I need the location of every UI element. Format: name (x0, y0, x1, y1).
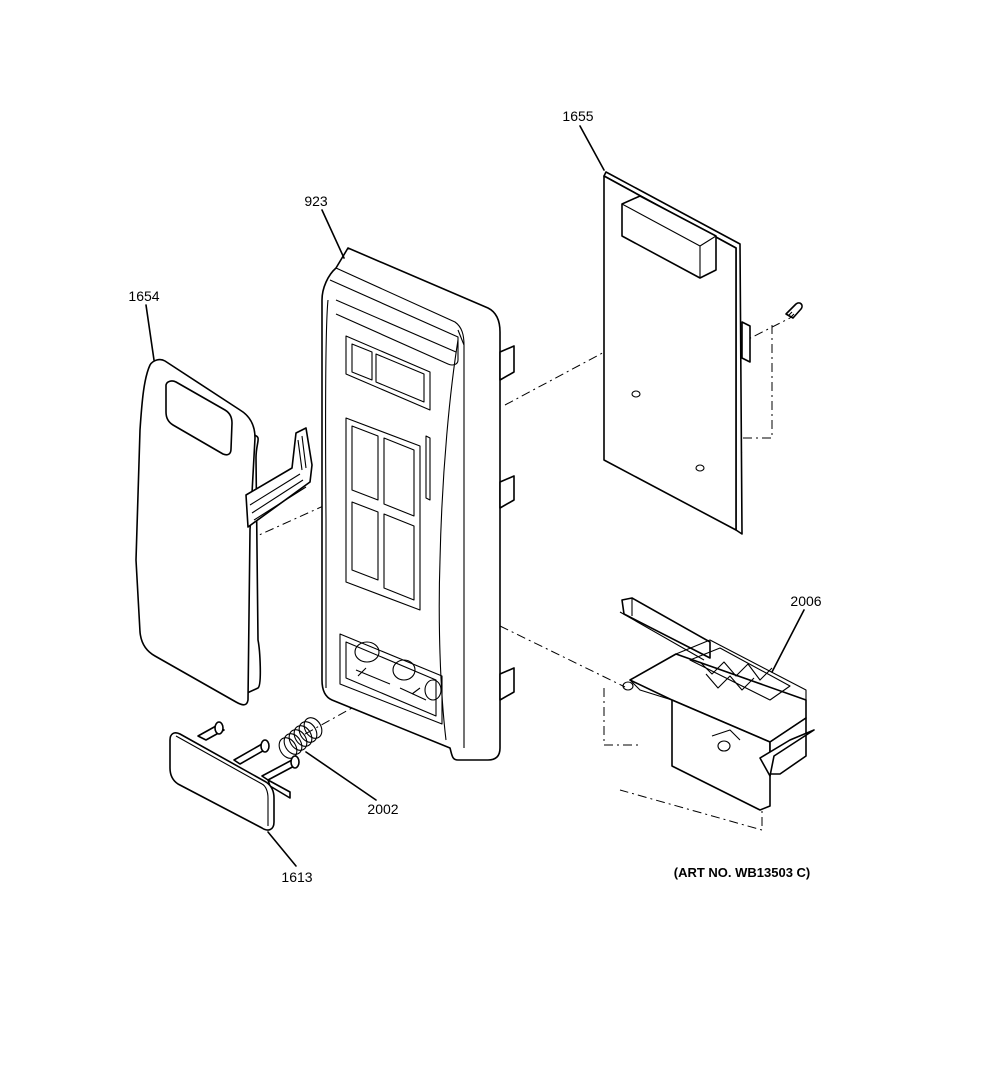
part-2006-latch-lever (619, 597, 815, 811)
part-1655-control-board (603, 171, 803, 535)
part-923-control-panel (321, 247, 515, 761)
callout-1613: 1613 (281, 869, 312, 885)
art-number: (ART NO. WB13503 C) (674, 865, 811, 880)
part-2002-spring (278, 717, 323, 759)
part-1613-push-button (169, 721, 300, 831)
callout-2006: 2006 (790, 593, 821, 609)
leader-lines (145, 125, 805, 867)
callout-923: 923 (304, 193, 328, 209)
callout-1654: 1654 (128, 288, 159, 304)
callout-2002: 2002 (367, 801, 398, 817)
callout-1655: 1655 (562, 108, 593, 124)
part-1654-keypad-membrane (135, 358, 313, 706)
